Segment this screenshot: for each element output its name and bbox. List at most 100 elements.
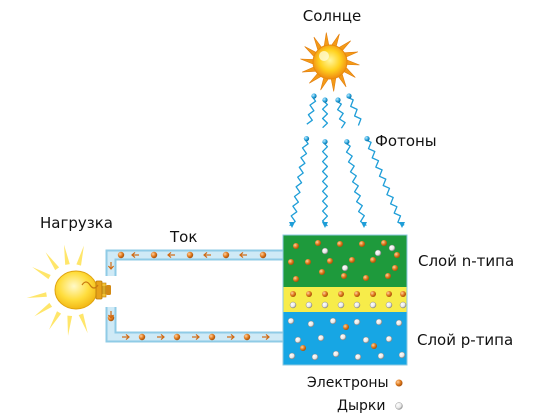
flow-arrow-head <box>203 251 208 259</box>
electron-dot <box>259 251 267 259</box>
electron-dot <box>138 333 146 341</box>
junction-electron <box>386 291 392 297</box>
electron <box>371 343 377 349</box>
photon-rays <box>289 93 405 228</box>
hole <box>329 317 337 325</box>
junction-electron <box>322 291 328 297</box>
hole <box>385 335 393 343</box>
electron <box>341 273 347 279</box>
junction-electron <box>354 291 360 297</box>
electron <box>293 276 299 282</box>
junction-hole <box>321 301 329 309</box>
bulb-glow-ray <box>45 252 60 271</box>
junction-electron <box>338 291 344 297</box>
hole <box>294 336 302 344</box>
flow-arrow-head <box>239 251 244 259</box>
hole <box>287 317 295 325</box>
flow-arrow-head <box>125 333 130 341</box>
electron <box>315 240 321 246</box>
photon-dot <box>303 136 310 142</box>
electron <box>381 240 387 246</box>
flow-arrow-head <box>265 333 270 341</box>
electron <box>288 259 294 265</box>
hole <box>362 336 370 344</box>
bulb-glow-ray <box>67 315 73 336</box>
electron <box>337 241 343 247</box>
flow-arrow-head <box>195 333 200 341</box>
junction-hole <box>369 301 377 309</box>
electron <box>363 275 369 281</box>
electron <box>327 258 333 264</box>
bulb-glow-ray <box>32 267 51 280</box>
bulb-glow-ray <box>76 245 84 266</box>
n-layer-label: Слой n-типа <box>418 252 514 270</box>
photon-dot <box>344 139 350 145</box>
photon-wave <box>306 95 317 125</box>
electron <box>343 324 349 330</box>
photon-wave <box>344 141 367 227</box>
electron-dot <box>222 251 230 259</box>
sun-ray <box>345 59 360 66</box>
junction-electron <box>400 291 406 297</box>
junction-layer <box>283 287 407 312</box>
hole <box>288 352 296 360</box>
hole <box>311 353 319 361</box>
hole <box>317 334 325 342</box>
hole <box>341 264 349 272</box>
junction-hole <box>305 301 313 309</box>
electron <box>392 265 398 271</box>
junction-hole <box>353 301 361 309</box>
junction-hole <box>289 301 297 309</box>
legend-electron-dot <box>395 379 403 387</box>
flow-arrow-head <box>107 265 115 270</box>
flow-arrow-head <box>167 251 172 259</box>
hole <box>321 247 329 255</box>
load-label: Нагрузка <box>40 214 113 232</box>
light-bulb-icon <box>26 244 111 336</box>
junction-hole <box>399 301 407 309</box>
photon-arrow <box>322 222 328 228</box>
legend-hole-dot <box>395 402 403 410</box>
electron <box>394 252 400 258</box>
bulb-glow-ray <box>49 311 62 330</box>
flow-arrow-head <box>107 314 115 319</box>
junction-hole <box>385 301 393 309</box>
photon-dot <box>346 93 352 99</box>
bulb-glow-ray <box>78 313 88 334</box>
bulb-glow-ray <box>64 244 70 265</box>
bulb-glow-ray <box>26 292 47 298</box>
hole <box>375 318 383 326</box>
electron-dot <box>173 333 181 341</box>
circuit-wire <box>105 249 283 343</box>
photon-wave <box>321 99 329 129</box>
electron <box>293 243 299 249</box>
legend-electrons-label: Электроны <box>307 375 389 391</box>
electron-dot <box>208 333 216 341</box>
charge-carriers <box>287 240 407 361</box>
hole <box>354 353 362 361</box>
photon-wave <box>346 96 362 126</box>
photon-arrow <box>399 222 405 228</box>
photon-dot <box>335 97 341 103</box>
hole <box>377 352 385 360</box>
hole <box>339 333 347 341</box>
electron-dot <box>243 333 251 341</box>
electron-dot <box>150 251 158 259</box>
electron <box>370 257 376 263</box>
hole <box>395 319 403 327</box>
hole <box>398 351 406 359</box>
photon-wave <box>289 137 309 227</box>
flow-arrow-head <box>230 333 235 341</box>
photon-arrow <box>361 222 367 228</box>
current-flow <box>107 251 270 341</box>
junction-electron <box>306 291 312 297</box>
flow-arrow-head <box>131 251 136 259</box>
junction-electron <box>290 291 296 297</box>
current-label: Ток <box>169 228 197 246</box>
n-type-layer <box>283 235 407 287</box>
hole <box>374 249 382 257</box>
junction-hole <box>337 301 345 309</box>
hole <box>307 320 315 328</box>
flow-arrow-head <box>160 333 165 341</box>
